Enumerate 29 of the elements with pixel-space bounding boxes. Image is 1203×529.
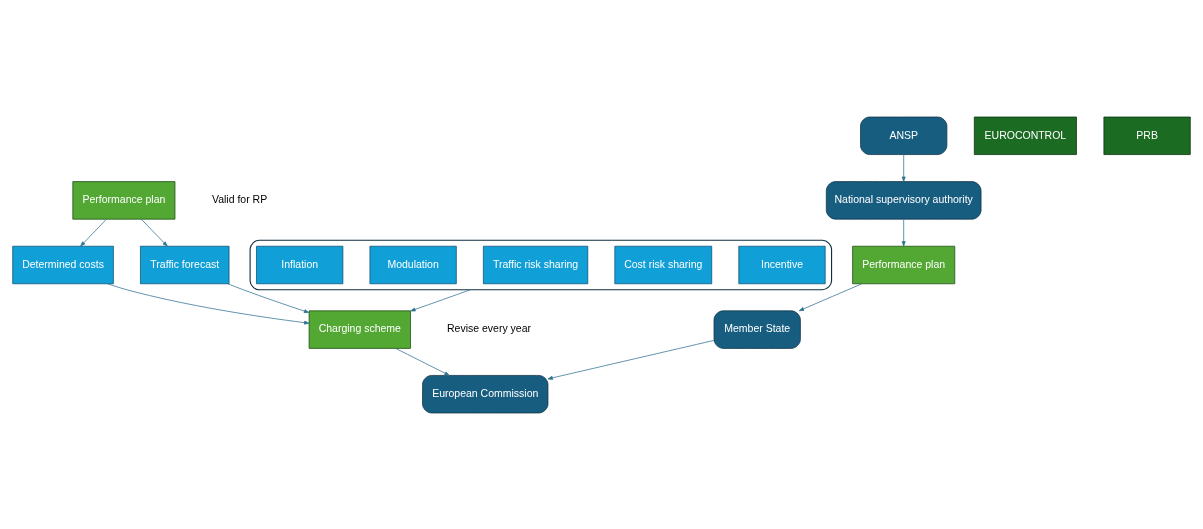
arrow — [395, 347, 450, 376]
node-box: European Commission — [422, 374, 549, 413]
node-box: Performance plan — [852, 245, 956, 284]
node-box: Cost risk sharing — [614, 245, 713, 284]
node-box: Modulation — [369, 245, 457, 284]
node-box: Member State — [713, 309, 801, 349]
node-label: Valid for RP — [211, 192, 268, 205]
node-box: Charging scheme — [308, 309, 411, 349]
node-box: National supervisory authority — [825, 180, 982, 220]
node-box: PRB — [1103, 116, 1191, 155]
node-label: Revise every year — [446, 321, 532, 334]
arrow — [798, 282, 863, 311]
arrow — [547, 339, 715, 380]
arrow — [141, 218, 168, 246]
node-box: Inflation — [256, 245, 344, 284]
node-box: Incentive — [738, 245, 826, 284]
arrow — [107, 282, 310, 325]
arrow — [80, 218, 107, 246]
arrow — [901, 153, 906, 182]
node-box: ANSP — [860, 116, 948, 155]
node-box: Determined costs — [12, 245, 114, 284]
arrow — [901, 218, 906, 246]
node-box: EUROCONTROL — [973, 116, 1077, 155]
node-box: Traffic risk sharing — [483, 245, 589, 284]
arrow — [227, 282, 310, 313]
node-box: Performance plan — [72, 180, 176, 220]
cluster — [249, 239, 833, 290]
node-box: Traffic forecast — [140, 245, 230, 284]
arrow — [410, 288, 471, 311]
